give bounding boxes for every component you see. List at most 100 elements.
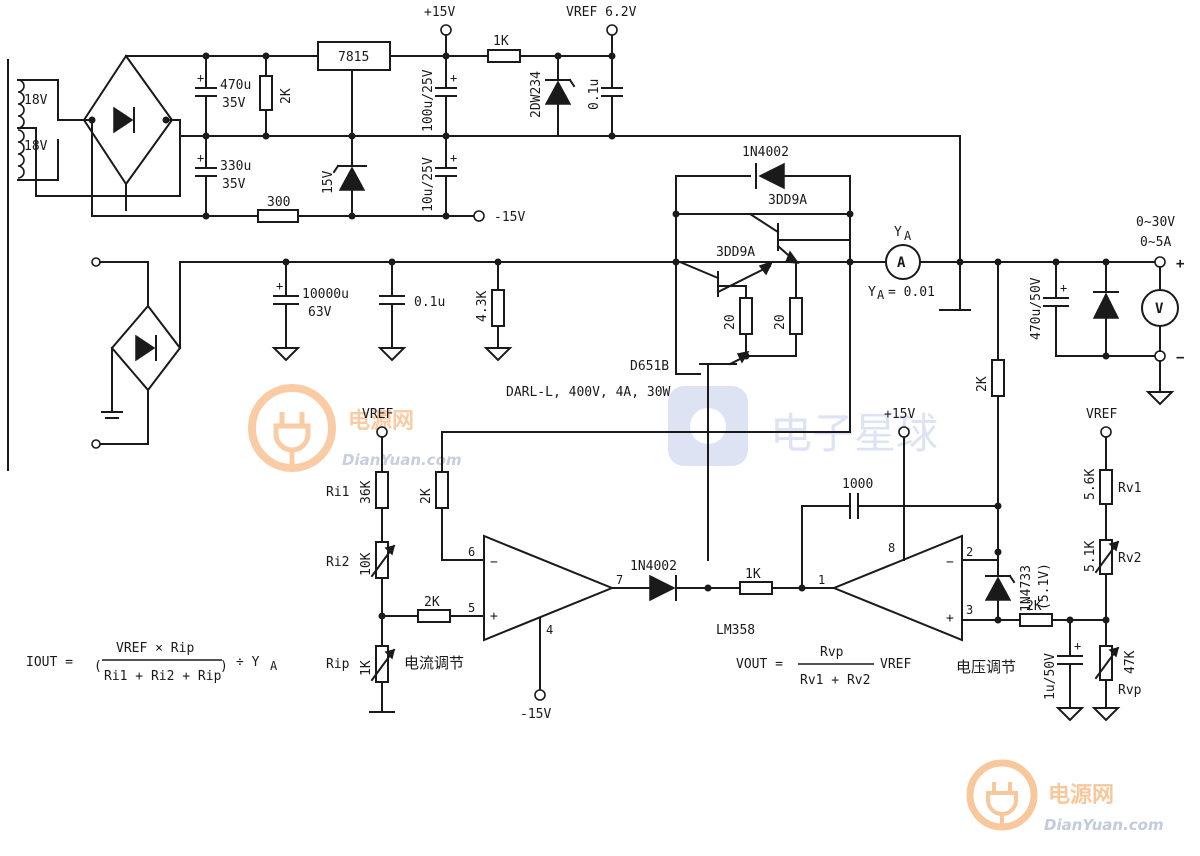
cap-10u-value: 10u/25V — [421, 157, 436, 212]
res-20-b — [789, 297, 803, 335]
svg-text:+: + — [1074, 639, 1081, 653]
zener-ref-value: 2DW234 — [529, 71, 544, 118]
watermark-dianyuan-center: 电源网 DianYuan.com — [248, 384, 462, 472]
cap-330u-voltage: 35V — [222, 177, 246, 192]
cap-330u-value: 330u — [220, 159, 251, 174]
res-1k-v-value: 1K — [745, 567, 761, 582]
diode-out — [649, 574, 676, 602]
transistor-q1-label: 3DD9A — [768, 193, 807, 208]
vpin1-label: 1 — [818, 573, 825, 587]
cap-01u-ref-value: 0.1u — [587, 79, 602, 110]
pin4-label: 4 — [546, 623, 553, 637]
res-1k-ref: 1K — [487, 34, 616, 63]
watermark-site-en: DianYuan.com — [342, 451, 462, 469]
opamp-label: LM358 — [716, 623, 755, 638]
current-formula: IOUT = ( VREF × Rip Ri1 + Ri2 + Rip ) ÷ … — [26, 641, 278, 684]
watermark-brand-cn: 电子星球 — [770, 409, 938, 458]
res-43k-value: 4.3K — [475, 291, 490, 322]
rip-value: 1K — [359, 660, 374, 676]
current-vref-label: VREF — [362, 407, 393, 422]
svg-text:(: ( — [94, 659, 102, 674]
res-2k-fb-value: 2K — [975, 376, 990, 392]
output-plus-terminal[interactable] — [1154, 256, 1166, 268]
diode-1n4002-top-label: 1N4002 — [742, 145, 789, 160]
minus15-terminal: -15V — [473, 210, 525, 225]
vpin3-label: 3 — [966, 603, 973, 617]
bridge-rectifier-2 — [91, 257, 182, 449]
rvp-name: Rvp — [1118, 683, 1142, 698]
zener-15v: 15V — [321, 164, 367, 217]
res-300-value: 300 — [267, 195, 290, 210]
svg-text:+: + — [276, 279, 283, 293]
ammeter-label-sub: A — [904, 229, 912, 243]
cap-1u-value: 1u/50V — [1043, 653, 1058, 700]
svg-text:+: + — [450, 71, 457, 85]
out-plus-label: + — [1176, 256, 1184, 272]
cap-out-value: 470u/50V — [1029, 277, 1044, 340]
diode-out-label: 1N4002 — [630, 559, 677, 574]
res-300: 300 — [257, 195, 299, 223]
cap-01u-value: 0.1u — [414, 295, 445, 310]
pin5-label: 5 — [468, 601, 475, 615]
zener-15v-value: 15V — [321, 170, 336, 194]
watermark-site-cn-2: 电源网 — [1048, 783, 1114, 808]
vref-terminal-top: VREF 6.2V — [566, 5, 637, 36]
output-stage: 0~30V 0~5A + 470u/50V V + − 2K — [975, 215, 1184, 577]
cap-10000u-value: 10000u — [302, 287, 349, 302]
darlington-label: D651B — [630, 359, 669, 374]
darlington-spec: DARL-L, 400V, 4A, 30W — [506, 385, 671, 400]
output-minus-terminal[interactable] — [1154, 350, 1166, 362]
iout-tail-sub: A — [270, 659, 278, 673]
transformer-lower-label: 18V — [24, 139, 48, 154]
svg-text:−: − — [490, 555, 498, 570]
res-2k-bleed-value: 2K — [279, 88, 294, 104]
res-20-a-value: 20 — [723, 314, 738, 330]
zener-5v1-label: 1N4733 — [1019, 565, 1034, 612]
shunt-value-rest: = 0.01 — [888, 285, 935, 300]
rv1-name: Rv1 — [1118, 481, 1141, 496]
ri1-name: Ri1 — [326, 485, 349, 500]
res-1k-ref-value: 1K — [493, 34, 509, 49]
transistor-q2-label: 3DD9A — [716, 245, 755, 260]
main-bus — [179, 258, 1161, 266]
svg-text:+: + — [946, 611, 954, 626]
diode-1n4002-top — [758, 162, 785, 190]
svg-text:+: + — [450, 151, 457, 165]
vref-top-label: VREF 6.2V — [566, 5, 637, 20]
cap-100u-value: 100u/25V — [421, 69, 436, 132]
svg-text:+: + — [197, 71, 204, 85]
transformer-upper-label: 18V — [24, 93, 48, 108]
svg-text:−: − — [946, 555, 954, 570]
rv2-name: Rv2 — [1118, 551, 1141, 566]
svg-text:+: + — [490, 609, 498, 624]
cap-10000u: + 10000u 63V — [271, 261, 349, 362]
cap-470u-voltage: 35V — [222, 96, 246, 111]
plus15-label: +15V — [424, 5, 455, 20]
cap-10000u-voltage: 63V — [308, 305, 332, 320]
svg-text:): ) — [220, 659, 228, 674]
current-adjust-label: 电流调节 — [404, 654, 464, 672]
bridge-rectifier-1 — [82, 54, 181, 217]
rv1-value: 5.6K — [1083, 469, 1098, 500]
regulator-7815: 7815 — [317, 41, 447, 167]
cap-330u: + 330u 35V — [195, 135, 251, 217]
rectified-rails — [91, 52, 971, 311]
pin6-label: 6 — [468, 545, 475, 559]
output-range-i: 0~5A — [1140, 235, 1171, 250]
ammeter: A Y A Y A = 0.01 — [868, 225, 935, 302]
cap-470u-value: 470u — [220, 78, 251, 93]
res-2k-v-value: 2K — [1026, 599, 1042, 614]
regulator-label: 7815 — [338, 50, 369, 65]
cap-10u: + 10u/25V — [421, 151, 457, 217]
res-2k-in-value: 2K — [424, 595, 440, 610]
vout-lhs: VOUT = — [736, 657, 783, 672]
voltage-vref-label: VREF — [1086, 407, 1117, 422]
res-43k: 4.3K — [475, 261, 513, 362]
cap-100u: + 100u/25V — [421, 69, 457, 169]
voltage-loop: 1K LM358 1000 − + 1 2 3 8 +15V 1N4733 (5… — [716, 407, 1142, 722]
cap-01u: 0.1u — [377, 261, 445, 362]
ri2-name: Ri2 — [326, 555, 349, 570]
current-loop: VREF Ri1 36K Ri2 10K Rip 1K 电流调节 2K 2K − — [326, 407, 741, 722]
watermark-site-en-2: DianYuan.com — [1044, 816, 1164, 834]
